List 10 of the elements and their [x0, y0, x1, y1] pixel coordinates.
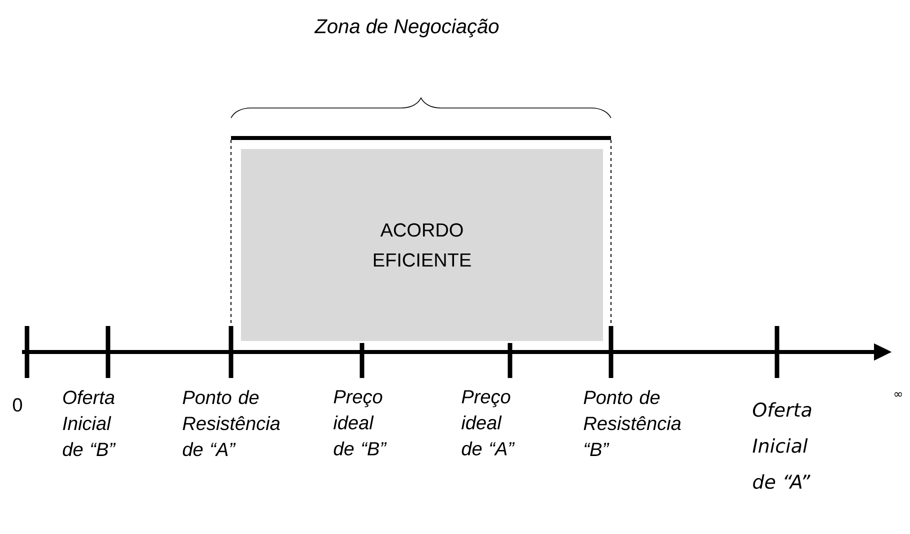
- agreement-box: ACORDO EFICIENTE: [239, 146, 605, 343]
- heading: Zona de Negociação: [314, 18, 499, 38]
- tick-label: Ponto de Resistência “B”: [584, 390, 681, 456]
- tick-label: Oferta Inicial de “B”: [62, 390, 116, 456]
- tick-label: ∞: [894, 392, 902, 397]
- tick-label: Preço ideal de “B”: [334, 390, 387, 456]
- tick-label: Oferta Inicial de “A”: [752, 402, 812, 489]
- tick-label: 0: [12, 398, 22, 412]
- tick-label: Ponto de Resistência de “A”: [182, 390, 280, 456]
- tick-label: Preço ideal de “A”: [462, 390, 515, 456]
